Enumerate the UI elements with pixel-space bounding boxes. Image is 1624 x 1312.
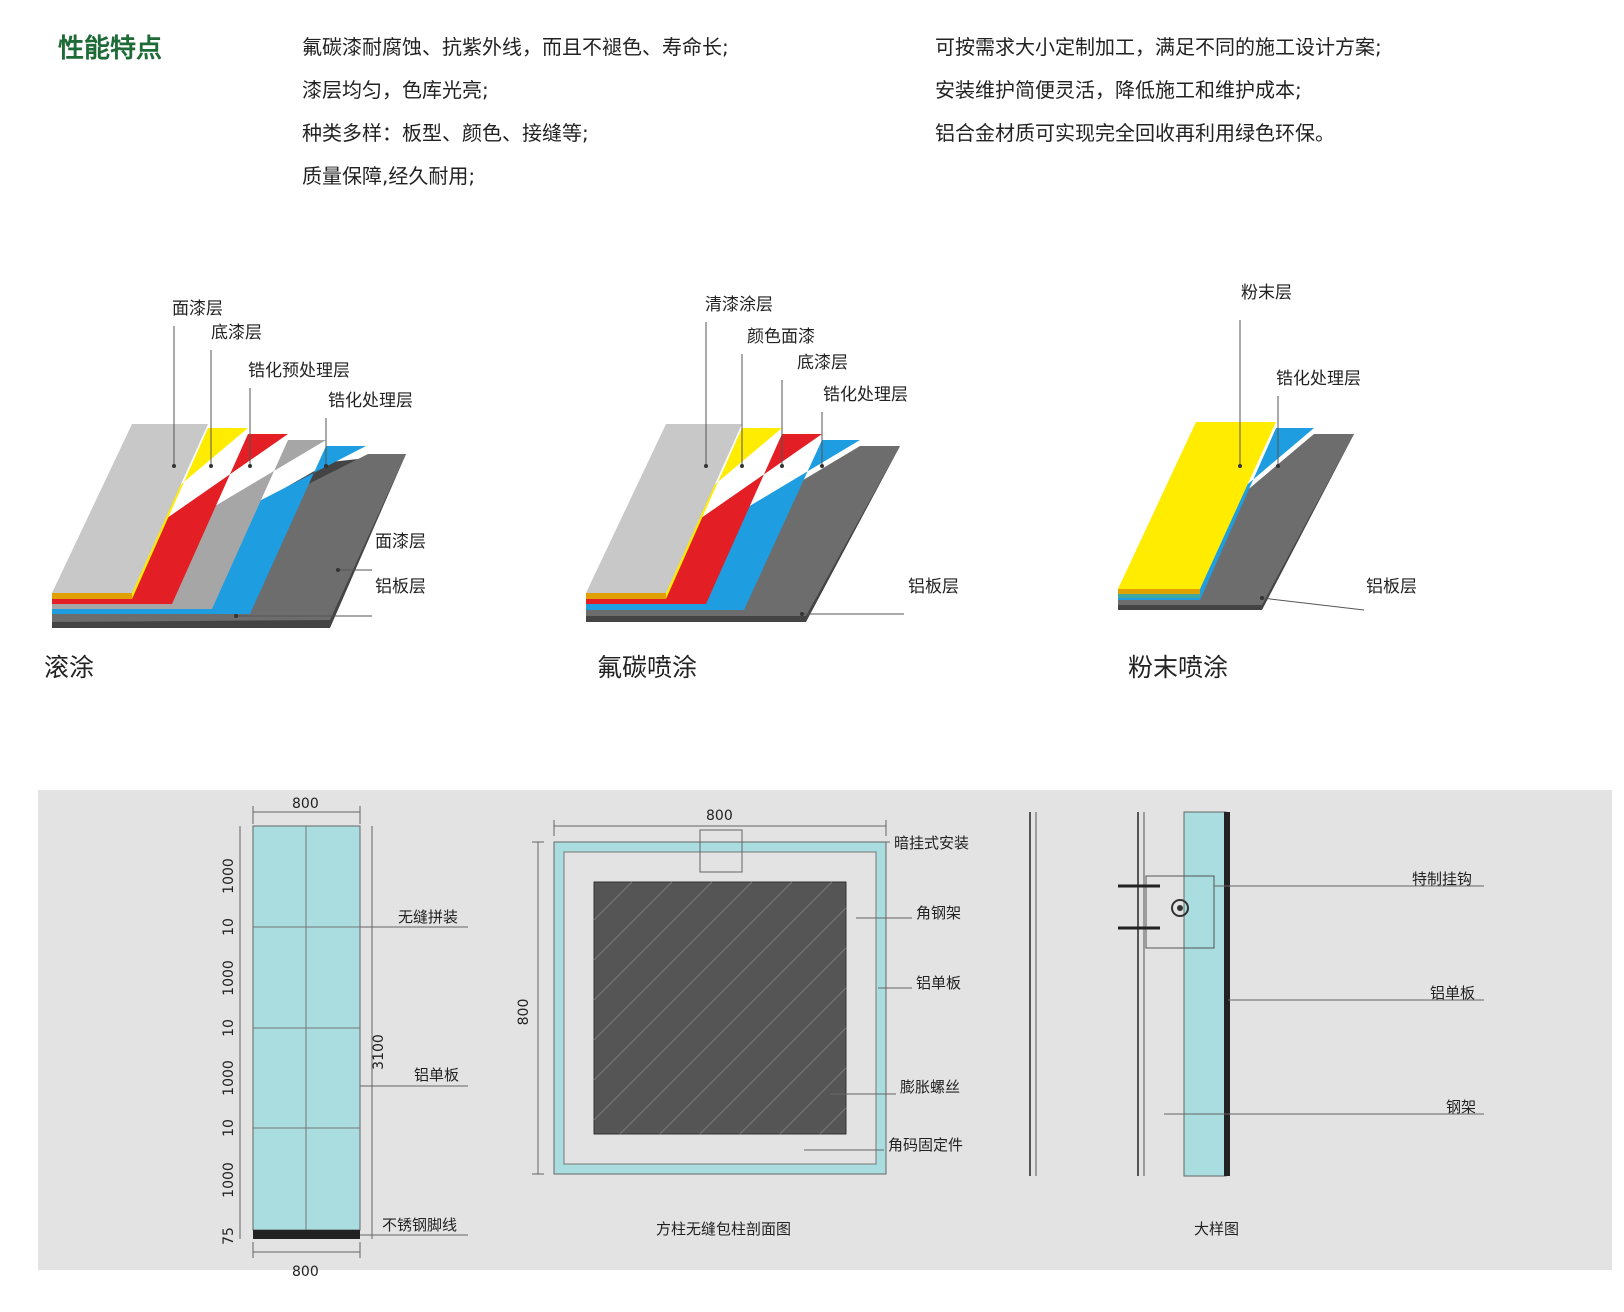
elevation-drawing: 800 800 3100 1000 10 1000 10 1000 10 100… bbox=[221, 796, 468, 1280]
label-skirting: 不锈钢脚线 bbox=[382, 1216, 457, 1234]
dim-segment: 1000 bbox=[221, 960, 237, 996]
hidden-mount-box bbox=[699, 829, 743, 873]
hook-bracket bbox=[1145, 875, 1215, 949]
section-column-core bbox=[593, 881, 847, 1135]
label-color-topcoat: 颜色面漆 bbox=[747, 327, 815, 347]
dim-base: 75 bbox=[221, 1227, 237, 1245]
feature-item: 氟碳漆耐腐蚀、抗紫外线，而且不褪色、寿命长; bbox=[302, 35, 729, 59]
label-angle-steel: 角钢架 bbox=[916, 904, 961, 922]
detail-drawing: 特制挂钩 铝单板 钢架 大样图 bbox=[1029, 811, 1484, 1238]
section-caption: 方柱无缝包柱剖面图 bbox=[656, 1220, 791, 1238]
label-hook: 特制挂钩 bbox=[1412, 870, 1472, 888]
feature-item: 漆层均匀，色库光亮; bbox=[302, 78, 489, 102]
layer-top-gray bbox=[52, 424, 208, 593]
dim-segment: 1000 bbox=[221, 1162, 237, 1198]
label-bracket: 角码固定件 bbox=[888, 1136, 963, 1154]
fluorocarbon-spray-diagram: 清漆涂层 颜色面漆 底漆层 锆化处理层 铝板层 氟碳喷涂 bbox=[586, 295, 959, 682]
coating-layers-diagram: 面漆层 底漆层 锆化预处理层 锆化处理层 面漆层 铝板层 滚涂 清漆涂层 颜色面… bbox=[44, 283, 1417, 682]
label-aluminum: 铝板层 bbox=[908, 577, 959, 597]
dim-segment: 1000 bbox=[221, 1060, 237, 1096]
layer-top-gray bbox=[586, 424, 742, 593]
dim-gap: 10 bbox=[221, 1119, 237, 1137]
section-drawing: 800 800 暗挂式安装 角钢架 铝单板 膨胀螺丝 角码固定件 方柱无缝包柱剖… bbox=[516, 808, 969, 1238]
fluorocarbon-spray-title: 氟碳喷涂 bbox=[597, 653, 697, 682]
dim-section-width: 800 bbox=[706, 808, 733, 824]
label-steel: 钢架 bbox=[1446, 1098, 1476, 1116]
label-primer: 底漆层 bbox=[797, 353, 848, 373]
detail-caption: 大样图 bbox=[1194, 1220, 1239, 1238]
dim-gap: 10 bbox=[221, 918, 237, 936]
feature-item: 可按需求大小定制加工，满足不同的施工设计方案; bbox=[935, 35, 1382, 59]
feature-item: 质量保障,经久耐用; bbox=[302, 164, 476, 188]
dim-width-top: 800 bbox=[292, 796, 319, 812]
skirting-strip bbox=[253, 1230, 360, 1239]
label-zirconium: 锆化处理层 bbox=[328, 391, 413, 411]
label-topcoat: 面漆层 bbox=[172, 299, 223, 319]
dim-height-total: 3100 bbox=[371, 1034, 387, 1070]
features-heading: 性能特点 bbox=[58, 34, 163, 64]
label-panel: 铝单板 bbox=[1430, 984, 1475, 1002]
detail-panel bbox=[1183, 811, 1227, 1177]
label-hidden-mount: 暗挂式安装 bbox=[894, 834, 969, 852]
powder-spray-diagram: 粉末层 锆化处理层 铝板层 粉末喷涂 bbox=[1118, 283, 1417, 682]
label-pretreatment: 锆化预处理层 bbox=[248, 361, 350, 381]
dim-gap: 10 bbox=[221, 1019, 237, 1037]
technical-drawings-panel: 800 800 3100 1000 10 1000 10 1000 10 100… bbox=[38, 790, 1612, 1280]
layer-base-strip bbox=[1118, 589, 1200, 595]
features-list-left: 氟碳漆耐腐蚀、抗紫外线，而且不褪色、寿命长; 漆层均匀，色库光亮; 种类多样：板… bbox=[302, 26, 729, 198]
roll-coating-diagram: 面漆层 底漆层 锆化预处理层 锆化处理层 面漆层 铝板层 滚涂 bbox=[44, 299, 426, 682]
label-bolt: 膨胀螺丝 bbox=[900, 1078, 960, 1096]
layer-base-strip bbox=[586, 593, 666, 599]
roll-coating-title: 滚涂 bbox=[44, 653, 94, 682]
layer-base-strip bbox=[52, 593, 132, 599]
powder-spray-title: 粉末喷涂 bbox=[1128, 653, 1228, 682]
label-aluminum: 铝板层 bbox=[375, 577, 426, 597]
hook-ring bbox=[1171, 899, 1189, 917]
label-aluminum: 铝板层 bbox=[1366, 577, 1417, 597]
label-clearcoat: 清漆涂层 bbox=[705, 295, 773, 315]
label-panel: 铝单板 bbox=[916, 974, 961, 992]
layer-yellow bbox=[1118, 422, 1276, 589]
feature-item: 安装维护简便灵活，降低施工和维护成本; bbox=[935, 78, 1302, 102]
label-powder: 粉末层 bbox=[1241, 283, 1292, 303]
feature-item: 种类多样：板型、颜色、接缝等; bbox=[302, 121, 589, 145]
dim-segment: 1000 bbox=[221, 858, 237, 894]
detail-panel-face bbox=[1224, 812, 1230, 1176]
dim-section-height: 800 bbox=[516, 999, 532, 1026]
label-topcoat-2: 面漆层 bbox=[375, 532, 426, 552]
label-panel: 铝单板 bbox=[414, 1066, 459, 1084]
layer-green-strip bbox=[1118, 594, 1200, 598]
feature-item: 铝合金材质可实现完全回收再利用绿色环保。 bbox=[935, 121, 1335, 145]
dim-width-bottom: 800 bbox=[292, 1264, 319, 1280]
label-primer: 底漆层 bbox=[211, 323, 262, 343]
label-seamless: 无缝拼装 bbox=[398, 908, 458, 926]
features-list-right: 可按需求大小定制加工，满足不同的施工设计方案; 安装维护简便灵活，降低施工和维护… bbox=[935, 26, 1382, 155]
label-zirconium: 锆化处理层 bbox=[1276, 369, 1361, 389]
label-zirconium: 锆化处理层 bbox=[823, 385, 908, 405]
